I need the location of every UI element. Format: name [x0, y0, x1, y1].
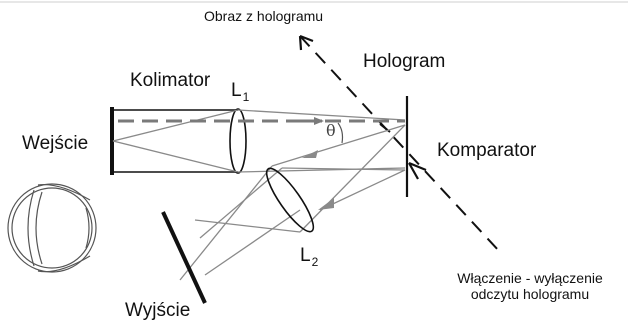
switch-label: Włączenie - wyłączenie odczytu hologramu: [440, 270, 620, 302]
image-from-hologram-label: Obraz z hologramu: [204, 8, 324, 24]
eye-icon: [7, 183, 97, 273]
lens-l2-label: L2: [300, 245, 319, 269]
collimator-label: Kolimator: [130, 70, 211, 91]
image-arrow-head: [298, 34, 314, 51]
lens-l1-letter: L: [231, 80, 242, 101]
return-arrow-lower: [318, 198, 334, 210]
input-beams: [112, 109, 406, 173]
comparator-label: Komparator: [437, 140, 537, 161]
lens-l1: [229, 108, 247, 174]
angle-arc: [337, 122, 344, 144]
return-beams: [179, 124, 406, 281]
angle-symbol: θ: [326, 121, 336, 140]
lens-l1-label: L1: [231, 80, 250, 104]
lens-l2-letter: L: [300, 245, 311, 266]
return-arrow-upper: [302, 150, 318, 158]
collimator-tube: [113, 109, 238, 173]
lens-l1-index: 1: [242, 90, 250, 104]
switch-label-line2: odczytu hologramu: [470, 286, 590, 302]
input-label: Wejście: [22, 133, 89, 154]
lens-l2: [265, 167, 315, 233]
readout-axis-dashed-line: [299, 35, 501, 253]
lens-l2-index: 2: [311, 255, 319, 269]
switch-arrow-head: [408, 161, 427, 180]
hologram-label: Hologram: [363, 51, 446, 72]
output-label: Wyjście: [125, 300, 191, 321]
output-plate: [161, 211, 207, 304]
switch-label-line1: Włączenie - wyłączenie: [457, 270, 603, 286]
